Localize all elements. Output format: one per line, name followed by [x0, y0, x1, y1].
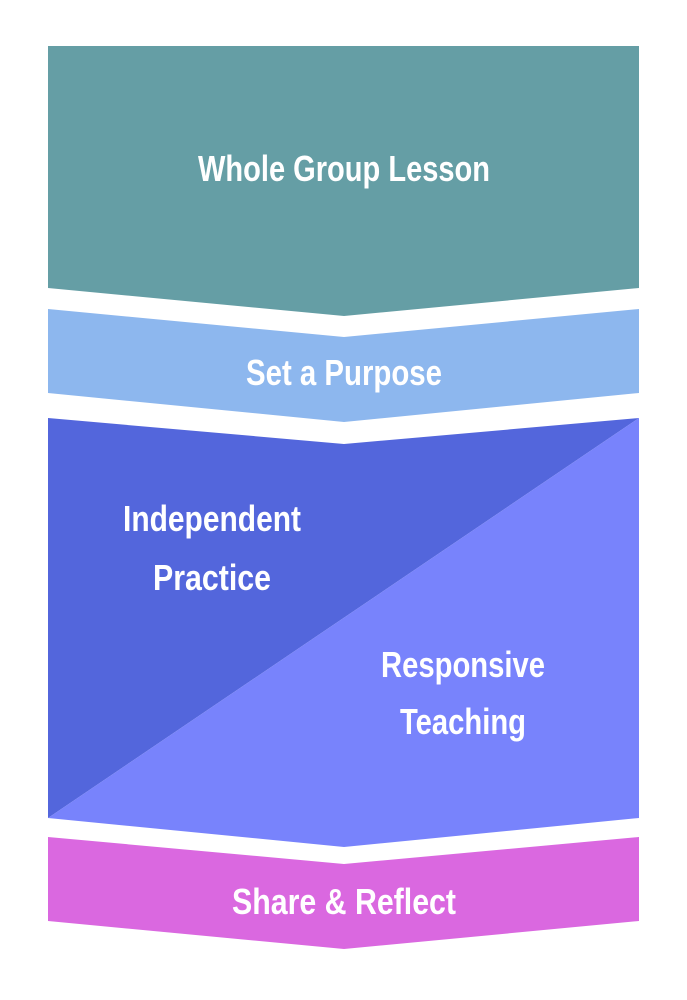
stage-label-independent-line1: Independent: [123, 498, 301, 539]
stage-label-independent-line2: Practice: [153, 557, 271, 598]
stage-label-whole-group-lesson: Whole Group Lesson: [198, 148, 490, 189]
stage-set-a-purpose: [48, 309, 639, 422]
stage-responsive-teaching: [48, 418, 639, 847]
stage-whole-group-lesson: [48, 46, 639, 316]
stage-label-share-and-reflect: Share & Reflect: [232, 881, 456, 922]
stage-share-and-reflect: [48, 837, 639, 949]
stage-label-responsive-line2: Teaching: [400, 701, 526, 742]
stage-label-responsive-line1: Responsive: [381, 644, 545, 685]
stage-label-set-a-purpose: Set a Purpose: [246, 352, 442, 393]
